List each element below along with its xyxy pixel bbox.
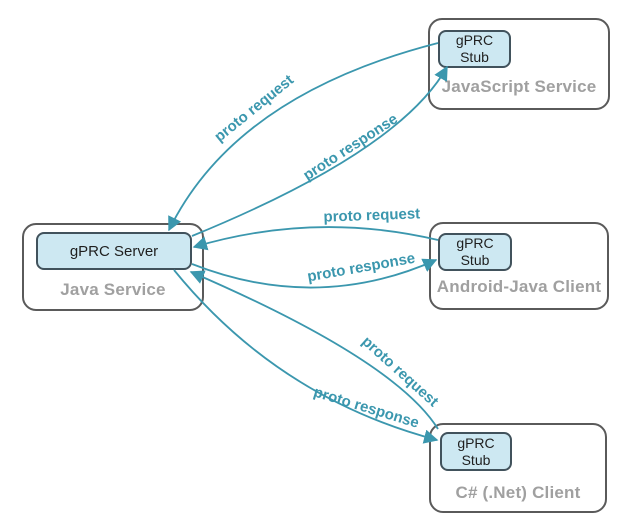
edge-label-android-response: proto response [306, 250, 416, 286]
node-label-java-service: Java Service [60, 280, 166, 299]
stub-label-line1: gPRC [455, 32, 494, 48]
edge-javascript-request-arrow [168, 42, 439, 232]
edge-label-javascript-response: proto response [300, 110, 401, 184]
grpc-stub-box-android: gPRC Stub [438, 233, 512, 271]
grpc-server-label: gPRC Server [69, 242, 159, 260]
edge-label-csharp-request: proto request [358, 333, 441, 410]
node-label-android-java-client: Android-Java Client [436, 277, 602, 296]
edge-label-javascript-request: proto request [211, 71, 297, 145]
stub-label-line2: Stub [461, 451, 491, 468]
stub-label-line1: gPRC [457, 434, 495, 451]
grpc-stub-box-javascript: gPRC Stub [438, 30, 511, 68]
node-label-csharp-client: C# (.Net) Client [455, 483, 581, 502]
stub-label-line1: gPRC [456, 235, 494, 251]
grpc-stub-box-csharp: gPRC Stub [440, 432, 512, 471]
edge-android-response-arrow [191, 258, 438, 289]
node-label-javascript-service: JavaScript Service [441, 77, 597, 96]
edge-label-android-request: proto request [323, 205, 420, 225]
stub-label-line2: Stub [460, 252, 490, 268]
edge-csharp-request-arrow [189, 270, 439, 430]
edge-csharp-response-arrow [173, 269, 439, 444]
edge-android-request-arrow [192, 226, 439, 251]
grpc-server-box: gPRC Server [36, 232, 192, 270]
edge-javascript-response-arrow [191, 65, 448, 237]
edge-label-csharp-response: proto response [312, 384, 421, 432]
stub-label-line2: Stub [460, 49, 489, 65]
